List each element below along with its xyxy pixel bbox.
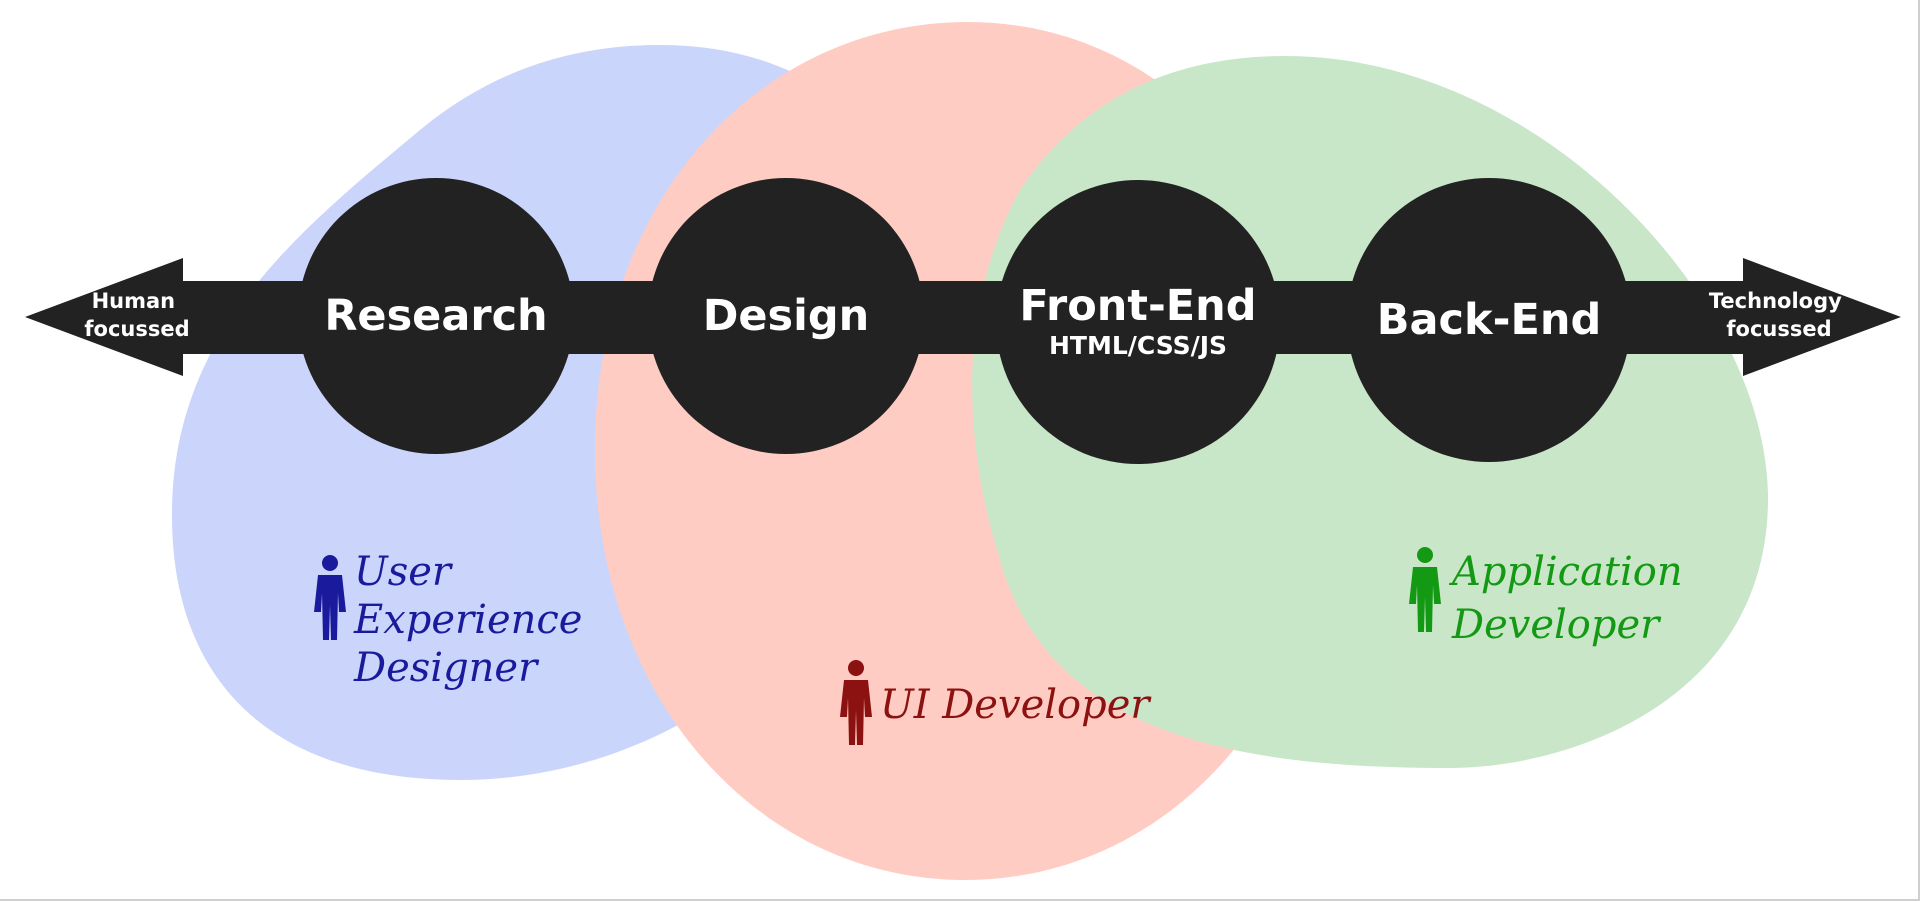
stage-subtitle: HTML/CSS/JS (1049, 331, 1227, 360)
role-user-experience-designer: User Experience Designer (314, 549, 595, 691)
right-arrowhead (1743, 258, 1901, 376)
stage-research: Research (298, 178, 574, 454)
stage-circle (648, 178, 924, 454)
role-label: Application Developer (1448, 549, 1695, 648)
stage-title: Back-End (1377, 295, 1602, 345)
role-label: UI Developer (880, 682, 1152, 728)
stage-circle (1347, 178, 1631, 462)
left-axis-label: Human focussed (84, 289, 189, 341)
person-icon (1409, 547, 1441, 632)
role-label: User Experience Designer (353, 549, 595, 691)
right-axis-label: Technology focussed (1709, 289, 1849, 341)
stage-front-end: Front-End HTML/CSS/JS (996, 180, 1280, 464)
stage-title: Front-End (1019, 281, 1256, 331)
role-application-developer: Application Developer (1409, 547, 1695, 648)
stage-design: Design (648, 178, 924, 454)
role-ui-developer: UI Developer (840, 660, 1152, 745)
person-icon (840, 660, 872, 745)
stage-circle (298, 178, 574, 454)
stage-back-end: Back-End (1347, 178, 1631, 462)
stage-title: Design (703, 291, 870, 341)
left-arrowhead (25, 258, 183, 376)
stage-title: Research (324, 291, 547, 341)
stage-circle (996, 180, 1280, 464)
person-icon (314, 555, 346, 640)
